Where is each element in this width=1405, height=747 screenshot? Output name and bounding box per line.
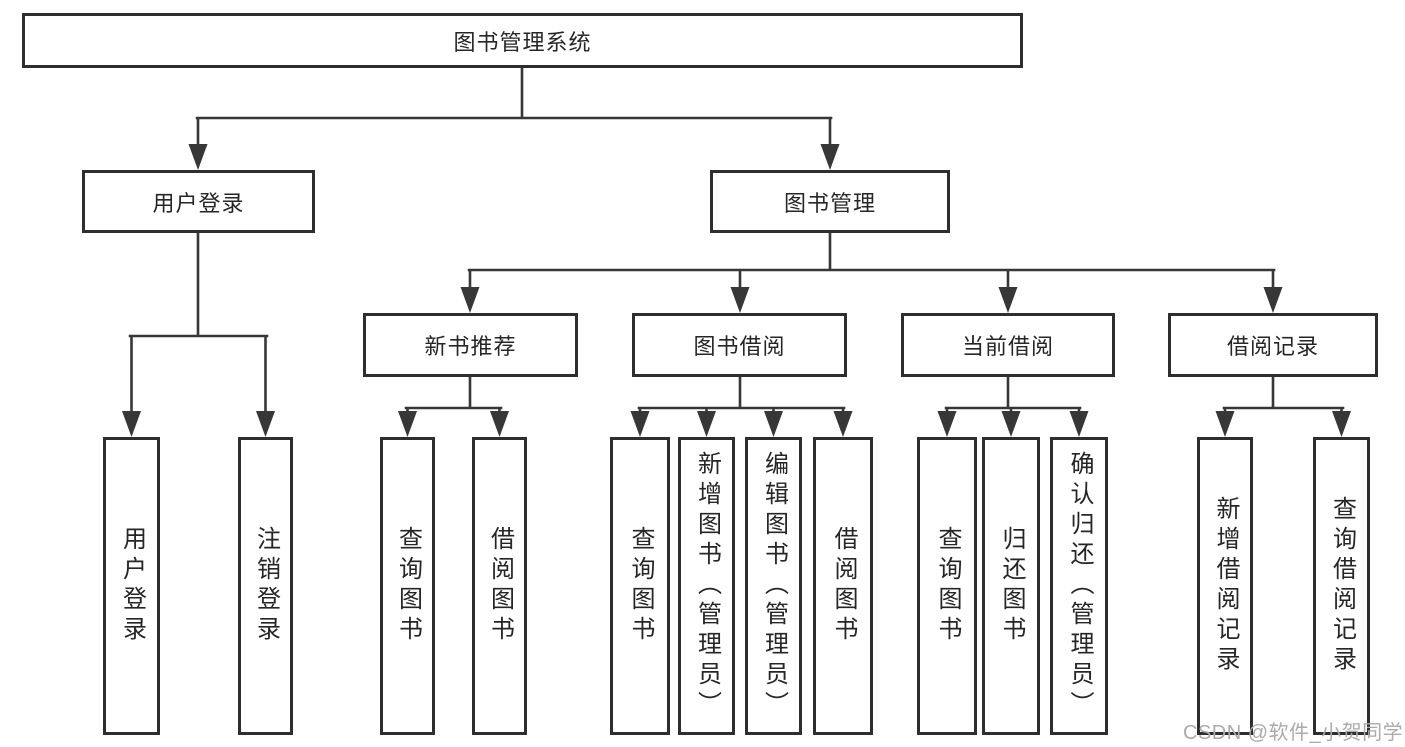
node-book-borrowing: 图书借阅	[632, 313, 847, 377]
node-current-borrowing: 当前借阅	[901, 313, 1115, 377]
leaf-query-books-current: 查询图书	[917, 437, 977, 735]
node-book-management: 图书管理	[710, 170, 950, 233]
node-user-login: 用户登录	[82, 170, 315, 233]
node-label: 查询图书	[394, 526, 422, 646]
node-label: 图书管理	[783, 190, 876, 216]
node-label: 归还图书	[998, 526, 1025, 646]
node-label: 查询图书	[934, 526, 961, 646]
csdn-watermark: CSDN @软件_小贺同学	[1183, 722, 1404, 744]
leaf-query-books-borrow: 查询图书	[610, 437, 670, 735]
node-label: 编辑图书（管理员）	[760, 451, 788, 721]
node-label: 借阅记录	[1226, 334, 1319, 359]
leaf-query-borrow-record: 查询借阅记录	[1313, 437, 1370, 735]
node-label: 当前借阅	[961, 334, 1054, 359]
node-label: 新书推荐	[424, 334, 517, 359]
leaf-add-borrow-record: 新增借阅记录	[1197, 437, 1253, 735]
node-label: 新增图书（管理员）	[693, 451, 721, 721]
node-label: 用户登录	[118, 526, 146, 646]
leaf-add-book-admin: 新增图书（管理员）	[678, 437, 735, 735]
node-label: 图书借阅	[693, 334, 786, 359]
leaf-return-book: 归还图书	[982, 437, 1040, 735]
node-label: 用户登录	[152, 190, 245, 216]
leaf-user-login: 用户登录	[103, 437, 160, 735]
leaf-confirm-return-admin: 确认归还（管理员）	[1050, 437, 1108, 735]
node-label: 注销登录	[252, 526, 280, 646]
leaf-query-books-recommend: 查询图书	[380, 437, 435, 735]
node-label: 查询图书	[627, 526, 654, 646]
leaf-logout: 注销登录	[238, 437, 293, 735]
node-label: 图书管理系统	[453, 29, 592, 55]
node-label: 借阅图书	[486, 526, 514, 646]
leaf-edit-book-admin: 编辑图书（管理员）	[745, 437, 802, 735]
node-new-book-recommend: 新书推荐	[363, 313, 578, 377]
node-label: 查询借阅记录	[1328, 496, 1356, 676]
node-label: 借阅图书	[830, 526, 857, 646]
node-label: 新增借阅记录	[1212, 496, 1239, 676]
node-library-system: 图书管理系统	[22, 13, 1023, 68]
leaf-borrow-books-recommend: 借阅图书	[472, 437, 527, 735]
leaf-borrow-book: 借阅图书	[813, 437, 873, 735]
node-borrow-records: 借阅记录	[1168, 313, 1378, 377]
node-label: 确认归还（管理员）	[1066, 451, 1093, 721]
